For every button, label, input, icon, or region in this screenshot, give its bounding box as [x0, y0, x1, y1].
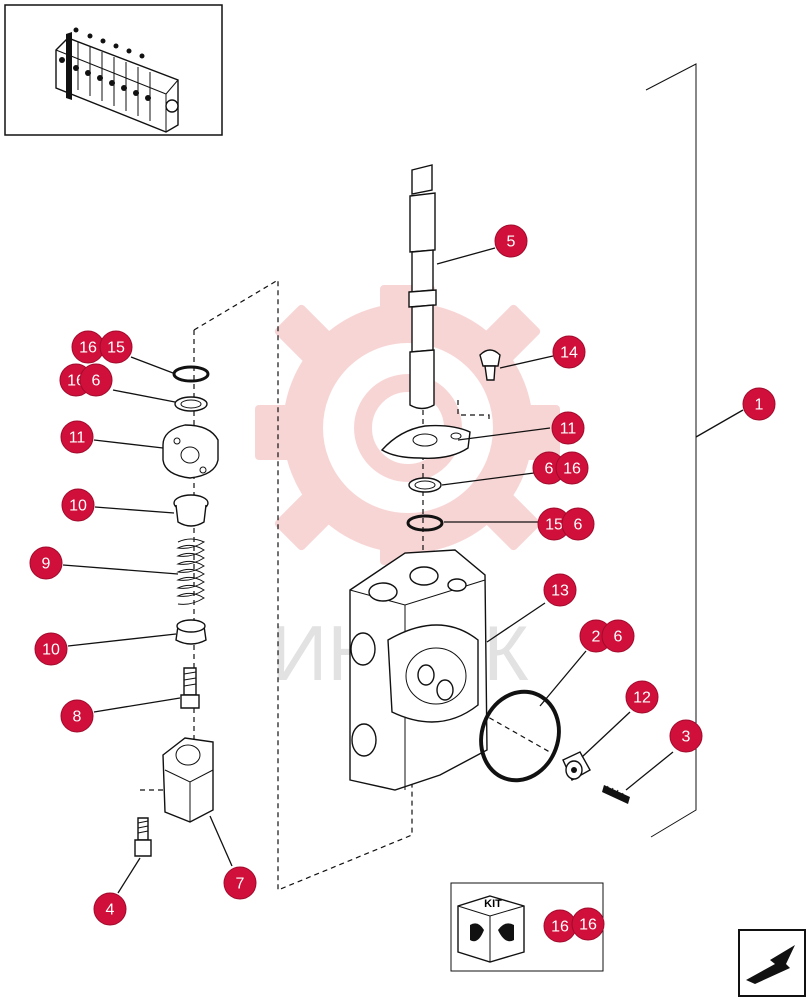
callout-circle: [543, 573, 577, 607]
callout-14: 14: [552, 335, 586, 369]
callout-number: 8: [73, 709, 82, 726]
callout-number: 6: [92, 373, 101, 390]
callout-7: 7: [223, 866, 257, 900]
callout-number: 10: [42, 642, 60, 659]
callout-10: 10: [61, 488, 95, 522]
callout-1: 1: [742, 387, 776, 421]
callout-number: 10: [69, 498, 87, 515]
callout-number: 4: [106, 902, 115, 919]
kit-box: KIT: [450, 882, 604, 972]
small-spring-part: [602, 785, 630, 804]
callout-16: 16: [543, 909, 577, 943]
callout-number: 12: [633, 690, 651, 707]
large-o-ring-part: [479, 689, 561, 783]
callout-number: 5: [507, 234, 516, 251]
callout-number: 6: [545, 461, 554, 478]
callout-circle: [60, 420, 94, 454]
cap-part: [562, 751, 591, 781]
callout-10: 10: [34, 632, 68, 666]
callout-9: 9: [29, 546, 63, 580]
callout-circle: [742, 387, 776, 421]
callout-5: 5: [494, 224, 528, 258]
callout-number: 13: [551, 583, 569, 600]
callout-16: 16: [571, 907, 605, 941]
callout-circle: [551, 411, 585, 445]
callout-number: 11: [560, 421, 577, 438]
valve-body-part: [349, 549, 488, 791]
callout-circle: [60, 699, 94, 733]
o-ring-part: [406, 514, 444, 532]
screw-part: [134, 817, 152, 857]
callout-15: 15: [99, 330, 133, 364]
plug-part: [479, 349, 501, 381]
end-cap-part: [162, 737, 214, 823]
callout-number: 6: [614, 629, 623, 646]
callout-number: 16: [551, 919, 569, 936]
assembly-thumbnail: [4, 4, 223, 136]
callout-circle: [494, 224, 528, 258]
callout-6: 6: [79, 363, 113, 397]
spring-seat-lower-part: [175, 619, 207, 645]
kit-label: KIT: [484, 898, 502, 910]
callout-number: 9: [42, 556, 51, 573]
callout-circle: [552, 335, 586, 369]
callout-number: 6: [574, 517, 583, 534]
callout-number: 1: [755, 397, 764, 414]
bolt-part: [180, 667, 200, 709]
callout-circle: [29, 546, 63, 580]
callout-circle: [669, 719, 703, 753]
callout-circle: [223, 866, 257, 900]
callout-circle: [625, 680, 659, 714]
callout-circle: [79, 363, 113, 397]
callout-number: 16: [79, 340, 97, 357]
callout-4: 4: [93, 892, 127, 926]
callout-circle: [93, 892, 127, 926]
callout-13: 13: [543, 573, 577, 607]
callout-15: 15: [537, 507, 571, 541]
o-ring-left-part: [172, 365, 210, 383]
callout-6: 6: [601, 619, 635, 653]
callout-circle: [601, 619, 635, 653]
callout-circle: [61, 488, 95, 522]
callout-12: 12: [625, 680, 659, 714]
callout-number: 11: [69, 430, 86, 447]
callout-number: 16: [579, 917, 597, 934]
spool-part: [408, 164, 437, 410]
next-page-arrow-icon[interactable]: [738, 929, 806, 997]
callout-11: 11: [60, 420, 94, 454]
callout-circle: [555, 451, 589, 485]
callout-16: 16: [555, 451, 589, 485]
callout-circle: [571, 907, 605, 941]
callout-6: 6: [561, 507, 595, 541]
spring-part: [176, 538, 206, 605]
callout-circle: [34, 632, 68, 666]
washer-part: [408, 477, 442, 493]
washer-left-part: [174, 396, 208, 412]
leader-lines: [62, 247, 744, 894]
callout-16: 16: [71, 330, 105, 364]
callout-number: 15: [545, 517, 563, 534]
cover-plate-left-part: [162, 424, 219, 479]
callout-3: 3: [669, 719, 703, 753]
callout-number: 3: [682, 729, 691, 746]
callout-11: 11: [551, 411, 585, 445]
callout-number: 7: [236, 876, 245, 893]
callout-number: 15: [107, 340, 125, 357]
callout-number: 14: [560, 345, 578, 362]
callout-circle: [99, 330, 133, 364]
callout-circle: [561, 507, 595, 541]
callout-number: 2: [592, 629, 601, 646]
spring-seat-upper-part: [173, 494, 209, 527]
callout-8: 8: [60, 699, 94, 733]
cover-plate-part: [380, 424, 471, 459]
callout-number: 16: [563, 461, 581, 478]
